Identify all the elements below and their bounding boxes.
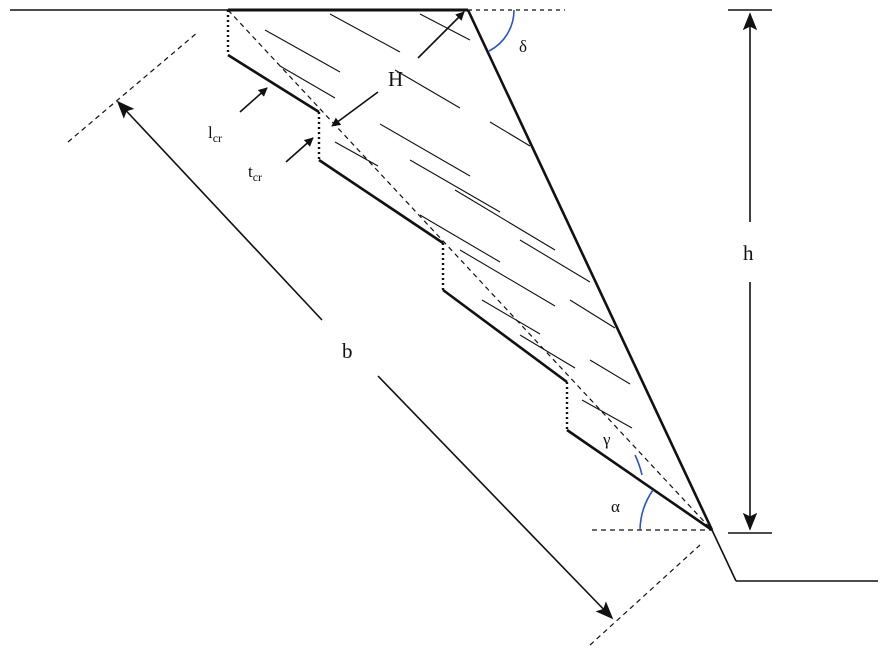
gamma-label: γ xyxy=(602,430,611,449)
b-extension-top xyxy=(67,31,199,143)
tread-4 xyxy=(566,428,713,532)
tread-1 xyxy=(227,53,320,114)
H-label: H xyxy=(388,67,403,91)
slope-face-line xyxy=(466,9,714,531)
b-label: b xyxy=(342,339,353,363)
b-dimension-arrow-upper xyxy=(116,100,323,321)
b-dimension-arrow-lower xyxy=(377,375,614,620)
toe-ground-step xyxy=(711,529,737,582)
delta-angle-arc xyxy=(488,9,515,52)
step-risers xyxy=(226,10,569,430)
tread-3 xyxy=(442,288,568,384)
step-treads xyxy=(227,53,713,532)
t-cr-pointer-arrow xyxy=(285,137,314,163)
hatching xyxy=(264,13,633,429)
H-arrow-upper xyxy=(417,11,465,59)
tread-2 xyxy=(318,158,444,245)
l-cr-label: lcr xyxy=(208,123,222,145)
gamma-angle-arc xyxy=(634,454,643,476)
delta-label: δ xyxy=(519,37,527,56)
b-extension-bottom xyxy=(589,544,701,646)
alpha-label: α xyxy=(611,497,620,516)
t-cr-label: tcr xyxy=(248,162,262,184)
slope-chord-dashed xyxy=(227,9,713,531)
alpha-angle-arc xyxy=(639,489,654,531)
l-cr-pointer-arrow xyxy=(239,87,268,113)
H-arrow-lower xyxy=(331,91,379,127)
h-label: h xyxy=(743,241,754,265)
